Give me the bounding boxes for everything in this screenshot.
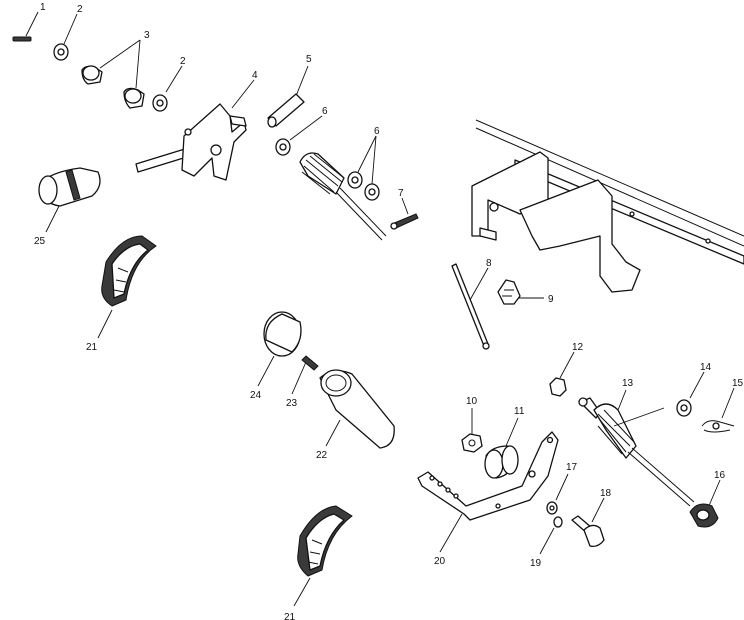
callout-16: 16 (714, 470, 726, 481)
part-23-set-screw (291, 355, 319, 395)
part-3-bushing (81, 39, 145, 109)
part-24-knob-cap (257, 311, 302, 387)
part-20-lever (417, 431, 559, 553)
part-10-nut (461, 408, 483, 453)
callout-8: 8 (486, 258, 492, 269)
callout-10: 10 (466, 396, 478, 407)
part-8-rod (451, 263, 490, 350)
part-16-clamp (689, 479, 721, 528)
callout-7: 7 (398, 188, 404, 199)
part-18-bolt (571, 497, 605, 548)
callout-3: 3 (144, 30, 150, 41)
part-11-roller (484, 417, 519, 479)
callout-12: 12 (572, 342, 584, 353)
callout-18: 18 (600, 488, 612, 499)
callout-6b: 6 (374, 126, 380, 137)
callout-25: 25 (34, 236, 46, 247)
part-2-washer (53, 13, 78, 61)
callout-6a: 6 (322, 106, 328, 117)
callout-14: 14 (700, 362, 712, 373)
part-25-grip (38, 167, 101, 233)
callout-2a: 2 (77, 4, 83, 15)
callout-2b: 2 (180, 56, 186, 67)
part-12-nut (549, 351, 575, 397)
callout-21b: 21 (284, 612, 296, 620)
frame-bracket (471, 119, 744, 293)
part-9-retainer (497, 279, 544, 305)
part-21-pad-b (293, 505, 353, 607)
part-1-pin (12, 11, 39, 42)
callout-23: 23 (286, 398, 298, 409)
callout-24: 24 (250, 390, 262, 401)
part-13-cable (578, 389, 695, 507)
callout-15: 15 (732, 378, 744, 389)
part-4-pivot-bracket (135, 79, 255, 181)
callout-9: 9 (548, 294, 554, 305)
callout-13: 13 (622, 378, 634, 389)
callout-17: 17 (566, 462, 578, 473)
callout-21a: 21 (86, 342, 98, 353)
part-17-washer (546, 473, 569, 515)
callout-22: 22 (316, 450, 328, 461)
callout-20: 20 (434, 556, 446, 567)
upper-cable (299, 152, 387, 241)
part-22-handle (319, 369, 395, 449)
callout-1: 1 (40, 2, 46, 13)
part-6-washers-pair (347, 135, 380, 201)
part-21-pad (97, 235, 157, 339)
callout-19: 19 (530, 558, 542, 569)
part-19-washer (539, 516, 563, 555)
part-14-washer (676, 371, 705, 417)
part-5-spring (267, 65, 309, 128)
part-7-cotter-pin (390, 197, 419, 230)
callout-4: 4 (252, 70, 258, 81)
part-15-hairpin (701, 387, 735, 433)
callout-11: 11 (514, 406, 525, 417)
callout-5: 5 (306, 54, 312, 65)
part-2-washer-b (152, 65, 183, 112)
part-6-washer (275, 115, 323, 156)
